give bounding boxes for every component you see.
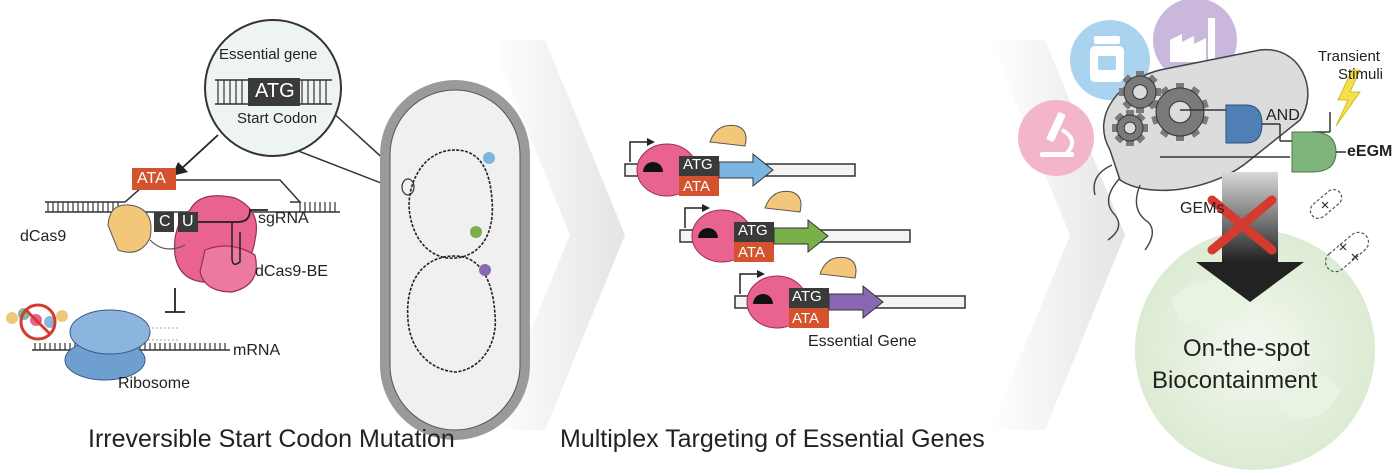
- mutant-codon-label: ATA: [137, 170, 166, 187]
- zoom-title: Essential gene: [219, 46, 318, 63]
- chromosome-loop-upper: [408, 149, 494, 259]
- factory-icon: [1170, 18, 1215, 62]
- gear-hole: [1123, 121, 1137, 135]
- and-gate-green: [1291, 131, 1337, 173]
- gene-arrow: [828, 284, 884, 320]
- chevron-1-shape: [490, 40, 625, 430]
- stimuli-label: Stimuli: [1338, 66, 1384, 83]
- linker: [149, 239, 186, 250]
- sgrna-strand: [198, 209, 268, 223]
- codon-bottom-box: [679, 176, 719, 196]
- result-label-line1: On-the-spot: [1183, 335, 1310, 362]
- medicine-bottle-icon: [1090, 36, 1124, 82]
- gene-dot-purple: [479, 264, 491, 276]
- base-c-label: C: [159, 213, 171, 230]
- sgrna-label: sgRNA: [258, 210, 309, 227]
- sgrna-marker: [643, 162, 663, 172]
- cell-wall-inner: [389, 89, 521, 431]
- ribosome-large: [69, 309, 151, 355]
- codon-top-box: [734, 222, 774, 242]
- globe-land: [1170, 280, 1340, 420]
- gem-flagella: [1093, 164, 1153, 251]
- down-arrow-head: [1196, 262, 1304, 302]
- dead-cells-x-marks: [1321, 201, 1359, 261]
- result-label-line2: Biocontainment: [1152, 367, 1318, 394]
- ribosome-label: Ribosome: [118, 375, 191, 392]
- multiplex-rows: [624, 124, 966, 329]
- deaminase-shape: [819, 256, 857, 279]
- promoter-arrow: [739, 273, 757, 294]
- gene-dot-green: [470, 226, 482, 238]
- base-c-box: [154, 212, 174, 232]
- deaminase-shape: [709, 124, 747, 147]
- gear-icon: [1112, 110, 1148, 146]
- row1-bottom-codon: ATA: [683, 178, 710, 195]
- row3-bottom-codon: ATA: [792, 310, 819, 327]
- microscope-icon: [1040, 112, 1074, 157]
- codon-top-box: [789, 288, 829, 308]
- dcas9-be-label: dCas9-BE: [255, 263, 328, 280]
- codon-bottom-box: [789, 308, 829, 328]
- transient-label: Transient: [1318, 48, 1380, 65]
- target-locus-mark: [401, 178, 415, 196]
- zoom-codon-label: ATG: [255, 80, 295, 102]
- gene-arrow: [718, 152, 774, 188]
- promoter-arrow: [684, 207, 702, 228]
- sgrna-marker: [753, 294, 773, 304]
- promoter-arrowhead: [702, 204, 710, 212]
- zoom-codon-box: [248, 78, 300, 106]
- codon-bottom-box: [734, 242, 774, 262]
- chromosome-loop-lower: [406, 255, 497, 373]
- panel1-caption: Irreversible Start Codon Mutation: [88, 425, 455, 453]
- row1-top-codon: ATG: [683, 156, 713, 173]
- sgrna-marker: [698, 228, 718, 238]
- lab-icon-bg: [1018, 100, 1094, 176]
- eegm-label: eEGM: [1347, 143, 1393, 160]
- gems-label: GEMs: [1180, 200, 1225, 217]
- faded-arrows: [140, 327, 180, 341]
- codon-top-box: [679, 156, 719, 176]
- gene-dot-blue: [483, 152, 495, 164]
- lightning-icon: [1335, 69, 1361, 127]
- gear-hole: [1168, 100, 1192, 124]
- and-gate-blue: [1225, 104, 1263, 144]
- base-u-label: U: [182, 213, 194, 230]
- zoom-pointer-arrow: [179, 134, 219, 171]
- row2-bottom-codon: ATA: [738, 244, 765, 261]
- deaminase-shape: [107, 204, 152, 253]
- promoter-arrow: [629, 141, 647, 162]
- row3-top-codon: ATG: [792, 288, 822, 305]
- essential-gene-label: Essential Gene: [808, 333, 917, 350]
- multiplex-row: [679, 190, 911, 263]
- promoter-arrowhead: [647, 138, 655, 146]
- dcas9-lobe: [199, 245, 257, 293]
- zoom-subtitle: Start Codon: [237, 110, 318, 127]
- mrna-label: mRNA: [233, 342, 281, 359]
- base-u-box: [178, 212, 198, 232]
- gear-icon: [1151, 83, 1209, 141]
- peptide-chain: [6, 308, 68, 328]
- gear-hole: [1132, 84, 1148, 100]
- panel2-caption: Multiplex Targeting of Essential Genes: [560, 425, 985, 453]
- no-translation-icon: [19, 303, 57, 341]
- sgrna-hairpin: [231, 222, 241, 265]
- dcas9-label: dCas9: [20, 228, 67, 245]
- mutant-codon-box: [132, 168, 176, 190]
- no-translation-slash: [24, 308, 52, 336]
- multiplex-row: [734, 256, 966, 329]
- zoom-dna-rungs: [217, 80, 327, 104]
- row2-top-codon: ATG: [738, 222, 768, 239]
- deaminase-shape: [764, 190, 802, 213]
- multiplex-row: [624, 124, 856, 197]
- cross-mark-icon: [1207, 195, 1277, 255]
- promoter-arrowhead: [757, 270, 765, 278]
- gene-arrow: [773, 218, 829, 254]
- gear-icons: [1112, 71, 1209, 146]
- and-label: AND: [1266, 107, 1300, 124]
